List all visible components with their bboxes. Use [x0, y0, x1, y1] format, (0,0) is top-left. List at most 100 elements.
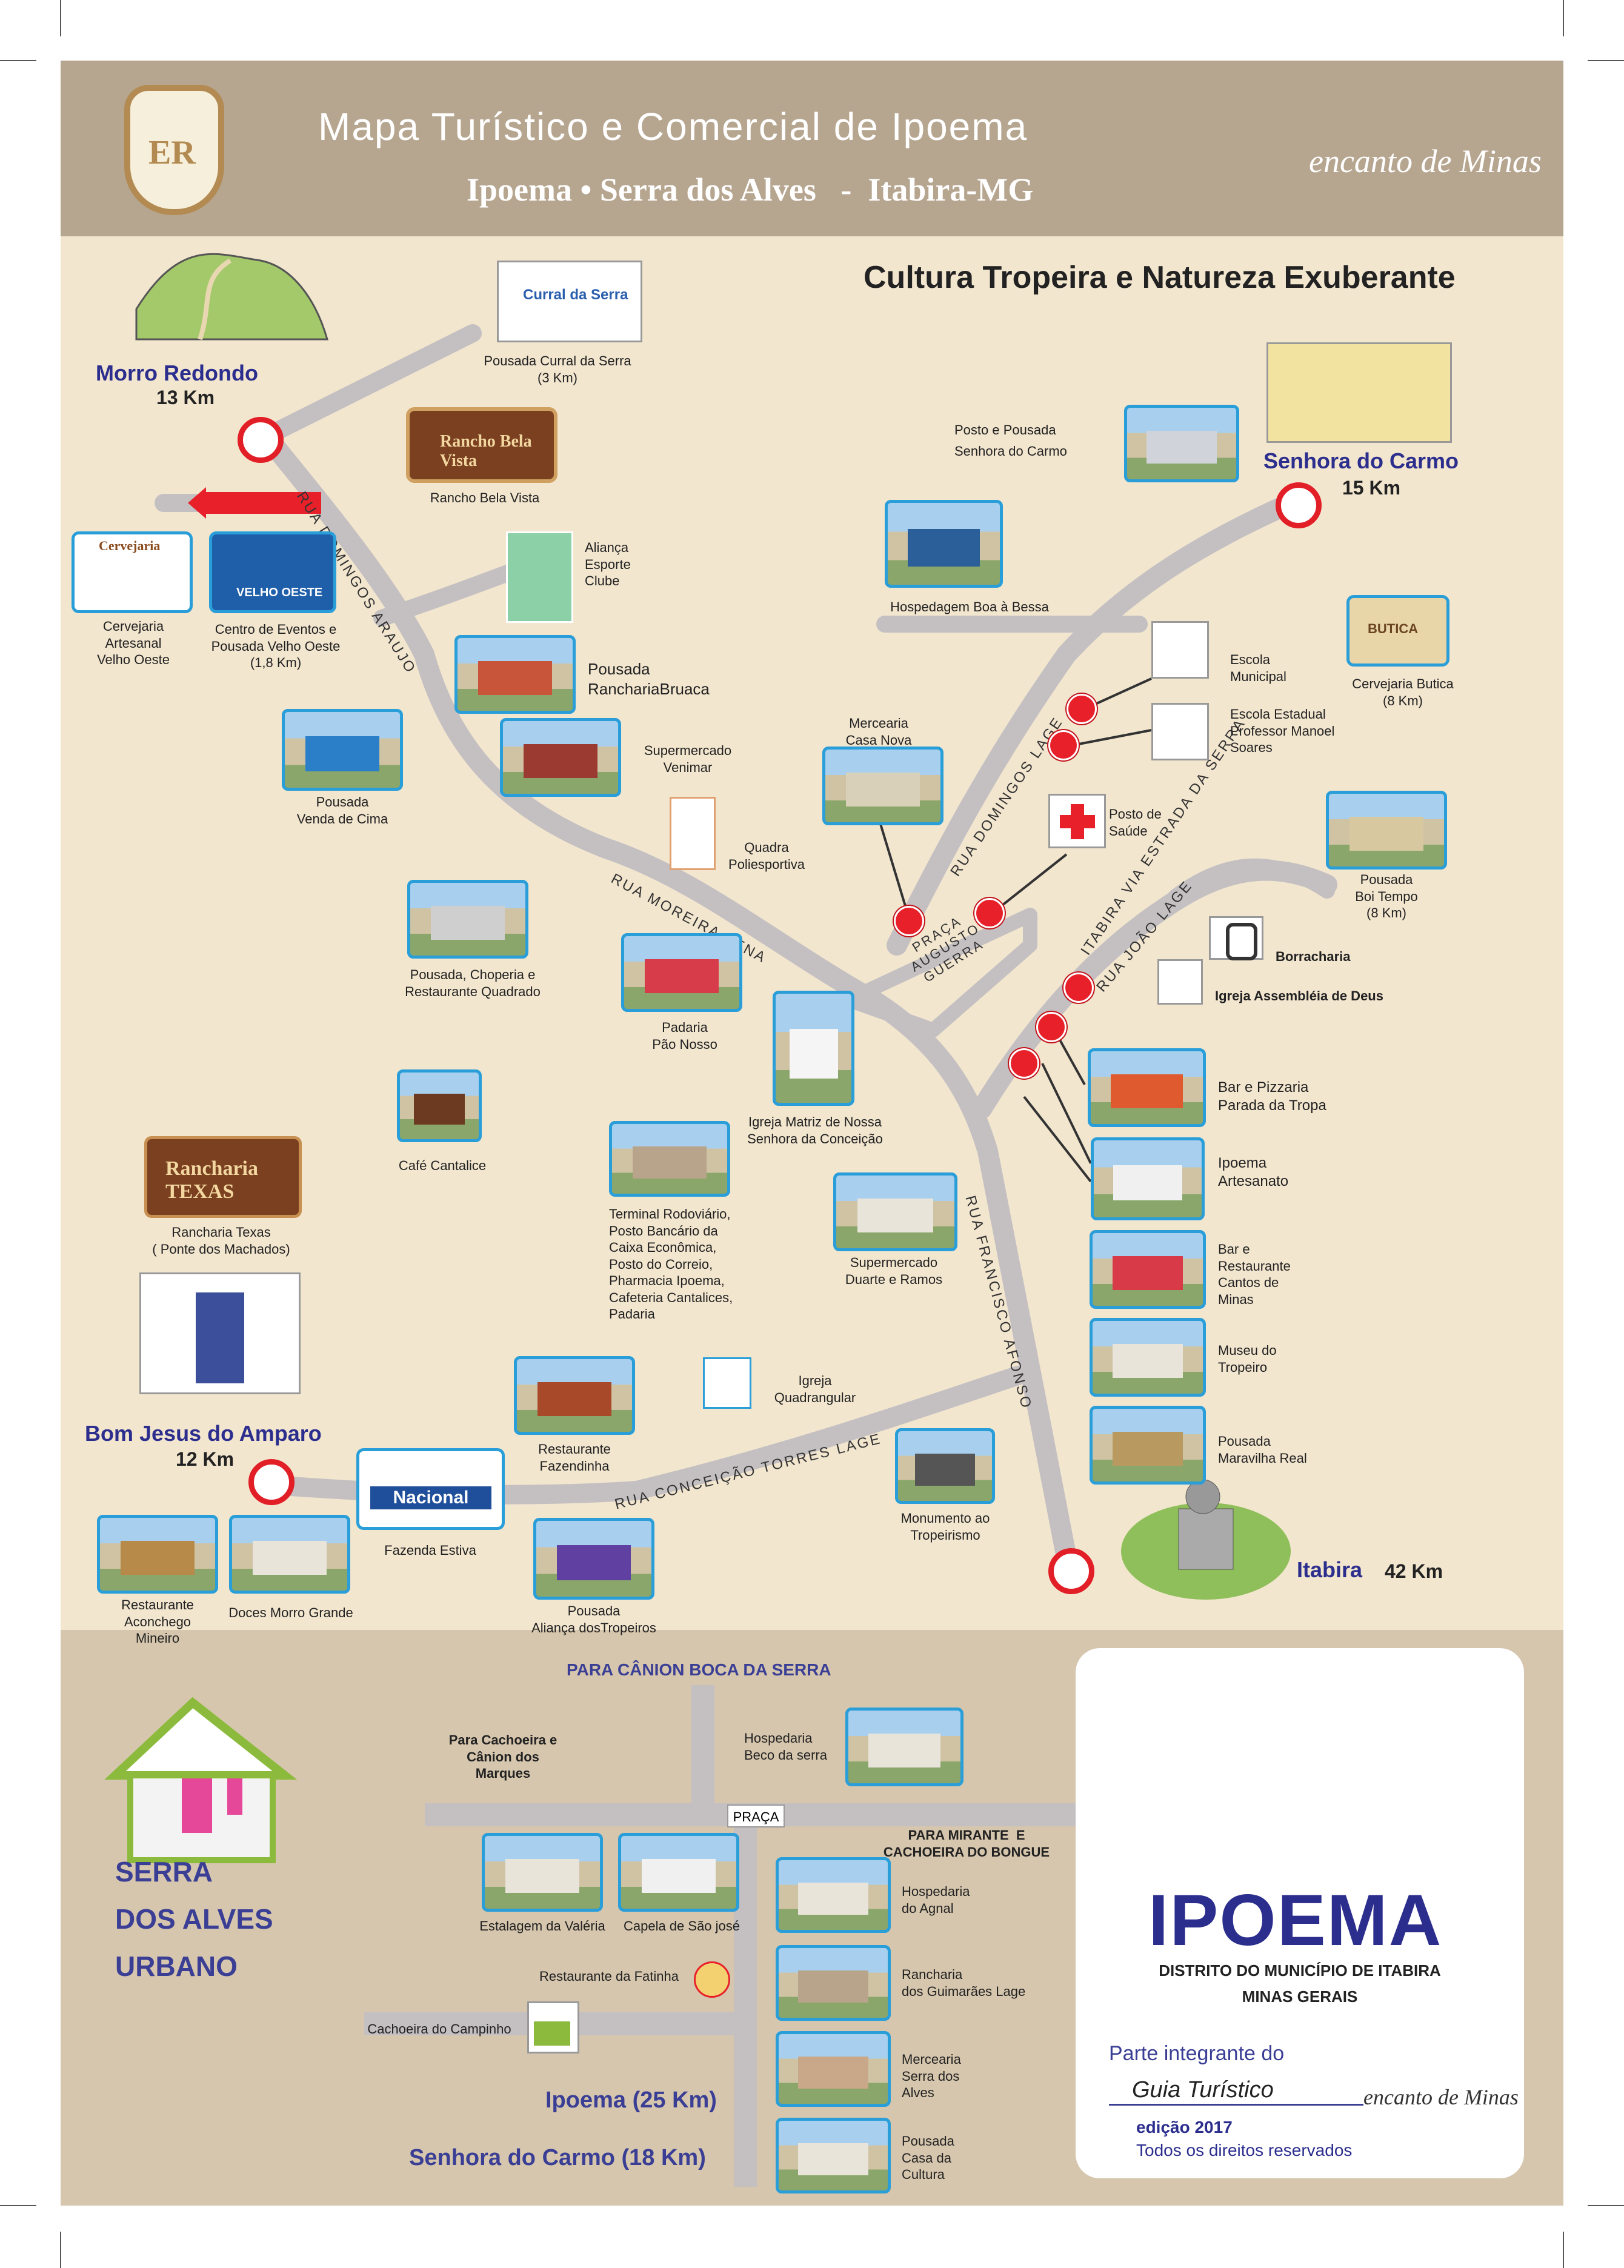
velho-oeste-logo: VELHO OESTE: [209, 531, 336, 613]
praca-sign: PRAÇA: [727, 1804, 785, 1827]
label-fazendinha: Restaurante Fazendinha: [538, 1442, 611, 1474]
location-pin[interactable]: [1063, 973, 1094, 1003]
photo-monumento[interactable]: [895, 1428, 995, 1504]
photo-padaria[interactable]: [621, 933, 742, 1012]
location-pin[interactable]: [1067, 694, 1097, 724]
chapel-illustration: [1266, 342, 1452, 443]
photo-mercearia-nova[interactable]: [822, 747, 943, 825]
exit-marker[interactable]: [248, 1459, 295, 1505]
label-rancho-bela-vista: Rancho Bela Vista: [430, 490, 540, 505]
cervejaria-logo: Cervejaria: [72, 531, 193, 613]
label-mercearia-nova: Mercearia Casa Nova: [845, 716, 912, 748]
label-monumento: Monumento ao Tropeirismo: [900, 1511, 990, 1543]
photo-parada-tropa[interactable]: [1088, 1048, 1206, 1127]
label-fazenda-estiva: Fazenda Estiva: [384, 1543, 476, 1558]
photo-capela[interactable]: [618, 1833, 739, 1912]
photo-boi-tempo[interactable]: [1326, 791, 1447, 870]
location-pin[interactable]: [894, 906, 924, 936]
photo-casa-cultura[interactable]: [776, 2118, 891, 2193]
nacional-logo: Nacional: [356, 1448, 505, 1530]
road-joao-lage-branch: [1168, 858, 1335, 905]
exit-marker[interactable]: [1048, 1548, 1094, 1594]
photo-beco-serra[interactable]: [845, 1708, 963, 1786]
photo-mercearia-alves[interactable]: [776, 2031, 891, 2107]
school-icon: [1151, 621, 1209, 679]
ipoema-card: [1076, 1648, 1524, 2178]
label-museu: Museu do Tropeiro: [1218, 1343, 1277, 1375]
photo-agnal[interactable]: [776, 1857, 891, 1933]
crop-mark: [1563, 2232, 1564, 2268]
photo-terminal[interactable]: [609, 1121, 730, 1197]
football-field-icon: [506, 531, 573, 623]
road-domingos-lage: [887, 493, 1301, 956]
card-divider: [1109, 2104, 1363, 2106]
label-aconchego-mineiro: Restaurante Aconchego Mineiro: [121, 1597, 194, 1646]
photo-supermercado-venimar[interactable]: [500, 718, 621, 797]
town-bom-jesus: Bom Jesus do Amparo: [85, 1421, 322, 1446]
photo-duarte-ramos[interactable]: [833, 1172, 957, 1251]
page-title: Mapa Turístico e Comercial de Ipoema: [318, 105, 1028, 148]
photo-estalagem[interactable]: [482, 1833, 603, 1912]
rancho-sign: Rancho Bela Vista: [440, 432, 532, 470]
photo-aconchego-mineiro[interactable]: [97, 1515, 218, 1594]
cervejaria-sign: Cervejaria: [99, 538, 161, 553]
photo-alianca-tropeiros[interactable]: [533, 1518, 654, 1600]
label-mirante: PARA MIRANTE E CACHOEIRA DO BONGUE: [883, 1827, 1050, 1860]
photo-museu[interactable]: [1090, 1318, 1206, 1397]
label-doces: Doces Morro Grande: [228, 1605, 353, 1620]
label-butica: Cervejaria Butica (8 Km): [1352, 676, 1454, 708]
location-pin[interactable]: [974, 898, 1005, 928]
school-icon: [1151, 703, 1209, 760]
er-logo-text: ER: [148, 134, 196, 171]
dist-morro-redondo: 13 Km: [156, 387, 215, 408]
rancho-bela-vista-logo: Rancho Bela Vista: [406, 407, 557, 483]
location-pin[interactable]: [1009, 1048, 1039, 1079]
photo-boa-bessa[interactable]: [885, 500, 1003, 588]
photo-cantos-minas[interactable]: [1090, 1230, 1206, 1309]
label-escola-municipal: Escola Municipal: [1230, 652, 1286, 684]
location-pin[interactable]: [1036, 1012, 1067, 1042]
photo-posto-pousada[interactable]: [1124, 405, 1239, 482]
card-edicao: edição 2017: [1136, 2118, 1233, 2137]
card-direitos: Todos os direitos reservados: [1136, 2141, 1353, 2160]
photo-fazendinha[interactable]: [514, 1356, 635, 1435]
photo-rancharia-bruaca[interactable]: [454, 635, 576, 714]
nacional-sign: Nacional: [370, 1486, 491, 1509]
label-duarte-ramos: Supermercado Duarte e Ramos: [845, 1255, 943, 1287]
label-supermercado-venimar: Supermercado Venimar: [644, 743, 732, 775]
town-senhora-carmo: Senhora do Carmo: [1263, 448, 1459, 473]
photo-venda-cima[interactable]: [282, 709, 403, 791]
card-brand-logo: encanto de Minas: [1363, 2085, 1519, 2109]
crop-mark: [60, 0, 61, 36]
dist-ipoema: Ipoema (25 Km): [545, 2087, 717, 2113]
dist-bom-jesus: 12 Km: [176, 1448, 235, 1470]
location-pin[interactable]: [1048, 730, 1079, 760]
photo-doces-morro-grande[interactable]: [229, 1515, 350, 1594]
church-illustration: [139, 1272, 301, 1394]
exit-marker[interactable]: [1276, 482, 1322, 528]
photo-igreja-matriz[interactable]: [773, 991, 854, 1106]
crop-mark: [1588, 60, 1624, 61]
label-assembleia: Igreja Assembléia de Deus: [1215, 988, 1383, 1003]
label-igreja-matriz: Igreja Matriz de Nossa Senhora da Concei…: [747, 1114, 883, 1146]
photo-maravilha[interactable]: [1090, 1406, 1206, 1485]
serra-title: SERRA DOS ALVES URBANO: [115, 1856, 273, 1983]
label-cervejaria-artesanal: Cervejaria Artesanal Velho Oeste: [97, 619, 170, 667]
curral-serra-sign: Curral da Serra: [523, 287, 628, 303]
exit-marker[interactable]: [238, 417, 284, 463]
road-praca: [841, 908, 1037, 1037]
red-cross-icon: [1048, 794, 1106, 848]
waterfall-icon: [527, 2001, 579, 2054]
label-escola-estadual: Escola Estadual Professor Manoel Soares: [1230, 707, 1335, 755]
label-quadra: Quadra Poliesportiva: [728, 840, 805, 872]
card-title: IPOEMA: [1148, 1880, 1443, 1961]
photo-artesanato[interactable]: [1091, 1137, 1205, 1220]
card-parte: Parte integrante do: [1109, 2042, 1285, 2065]
road-domingos-araujo: [256, 426, 1077, 1568]
dist-senhora-carmo: 15 Km: [1342, 477, 1401, 499]
card-guia: Guia Turístico: [1132, 2077, 1274, 2103]
photo-cafe[interactable]: [397, 1069, 482, 1142]
photo-quadrado[interactable]: [407, 880, 528, 959]
photo-guimaraes[interactable]: [776, 1945, 891, 2021]
dist-itabira: 42 Km: [1385, 1560, 1443, 1582]
